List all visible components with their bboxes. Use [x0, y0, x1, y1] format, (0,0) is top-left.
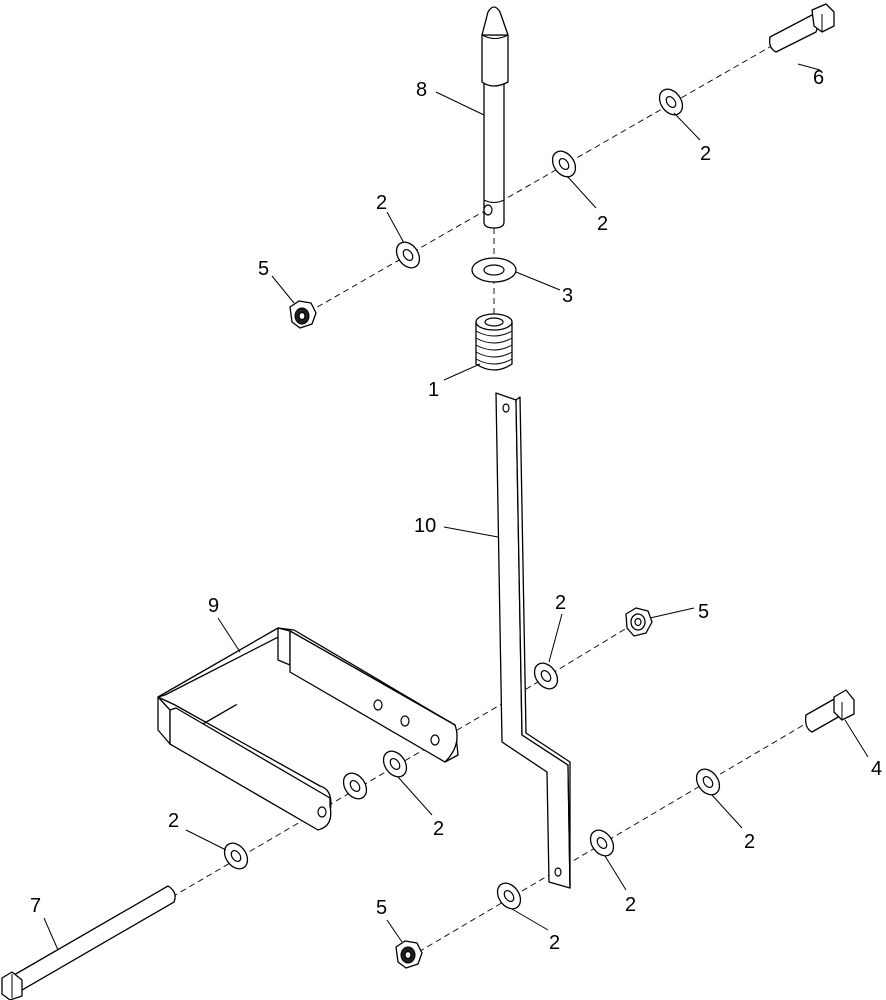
washer-lower-bracket-a	[382, 750, 408, 778]
callout-2-lower-bracket: 2	[433, 818, 444, 840]
bracket-9-hole-1	[373, 699, 383, 711]
leader-5-lower	[386, 919, 403, 943]
lower-left-axis-line	[171, 704, 501, 898]
bracket-9-corner	[157, 696, 171, 745]
callout-8: 8	[416, 79, 427, 101]
bracket-9-hole-3	[430, 734, 440, 746]
bolt-7-shank	[13, 885, 176, 991]
callout-2-lower-right-a: 2	[744, 831, 755, 853]
callout-3: 3	[562, 285, 573, 307]
callout-9: 9	[208, 595, 219, 617]
bracket-9-back-corner	[277, 627, 291, 666]
leader-2-upper-middle	[566, 175, 597, 209]
callout-4: 4	[871, 758, 882, 780]
callout-5-upper: 5	[258, 258, 269, 280]
leader-2-upper-right	[673, 112, 701, 141]
leader-9	[217, 617, 241, 653]
bracket-9-lower-arm	[169, 707, 332, 831]
bolt-4-head	[833, 689, 855, 721]
pin-cross-hole	[483, 204, 493, 216]
leader-2-lower-right-c	[511, 908, 549, 931]
bolt-part-6	[768, 3, 835, 53]
pin-shaft	[483, 79, 505, 229]
callout-6: 6	[813, 67, 824, 89]
washer-upper-middle	[551, 150, 577, 178]
bar-10-front	[495, 392, 571, 889]
bracket-9-hole-4	[317, 806, 327, 818]
bolt-part-4	[804, 689, 855, 733]
pin-upper-body	[481, 34, 509, 87]
bracket-part-9	[157, 627, 459, 831]
leader-8	[435, 91, 485, 116]
leader-2-lower-right-a	[711, 794, 743, 829]
bolt-part-7	[1, 885, 176, 1000]
washer-mid-right	[533, 662, 559, 690]
leader-5-upper	[271, 275, 295, 304]
pin-taper-edge	[481, 34, 509, 39]
callout-10: 10	[414, 515, 436, 537]
washer-upper-left	[395, 241, 421, 269]
bracket-9-hole-2	[400, 715, 410, 727]
bar-part-10	[495, 392, 571, 889]
leader-6	[797, 63, 821, 71]
callout-5-lower: 5	[376, 897, 387, 919]
leader-2-lower-left	[185, 829, 227, 851]
callout-2-upper-right: 2	[700, 143, 711, 165]
upper-bolt-axis-line	[299, 43, 776, 318]
callout-2-upper-middle: 2	[597, 213, 608, 235]
bracket-9-upper-arm	[289, 630, 458, 763]
callout-labels: 8 6 2 2 2 5 3 1 10 9 2 5 4 2 2 2 2 2 5 7	[30, 67, 882, 954]
leader-2-mid	[548, 613, 563, 663]
nut-middle	[625, 607, 653, 637]
washer-lower-left	[223, 842, 249, 870]
leader-lines	[43, 63, 869, 951]
washer-upper-right	[658, 88, 684, 116]
callout-2-lower-right-c: 2	[549, 932, 560, 954]
mid-right-axis-line	[499, 622, 636, 706]
leader-4	[844, 719, 869, 758]
leader-1	[443, 363, 481, 381]
bar-10-bottom-hole	[554, 867, 562, 877]
leader-2-upper-left	[386, 211, 405, 244]
bolt-6-shank	[768, 14, 818, 53]
washer-lower-right-b	[589, 829, 615, 857]
washer-lower-right-a	[695, 768, 721, 796]
bolt-6-head	[811, 3, 835, 33]
nut-lower	[395, 940, 423, 969]
pin-cross-hole-line	[483, 199, 505, 203]
washer-lower-bracket-b	[342, 772, 368, 800]
leader-5-middle	[649, 607, 695, 619]
callout-2-lower-left: 2	[168, 810, 179, 832]
pin-part-8	[481, 6, 509, 229]
bar-10-top-hole	[502, 403, 510, 413]
callout-7: 7	[30, 895, 41, 917]
leader-2-lower-right-b	[604, 855, 627, 891]
callout-2-upper-left: 2	[376, 192, 387, 214]
pin-tapered-tip	[481, 6, 509, 36]
callout-2-lower-right-b: 2	[625, 894, 636, 916]
leader-10	[443, 526, 499, 538]
washer-lower-right-c	[496, 882, 522, 910]
callout-2-mid: 2	[555, 592, 566, 614]
leader-3	[515, 271, 561, 291]
spring-part-1	[475, 313, 513, 371]
leader-2-lower-bracket	[397, 776, 433, 816]
washer-part-3	[471, 257, 517, 283]
leader-7	[43, 917, 59, 951]
callout-5-middle: 5	[698, 601, 709, 623]
bar-10-side	[515, 396, 571, 889]
nut-upper	[289, 300, 317, 329]
callout-1: 1	[428, 379, 439, 401]
